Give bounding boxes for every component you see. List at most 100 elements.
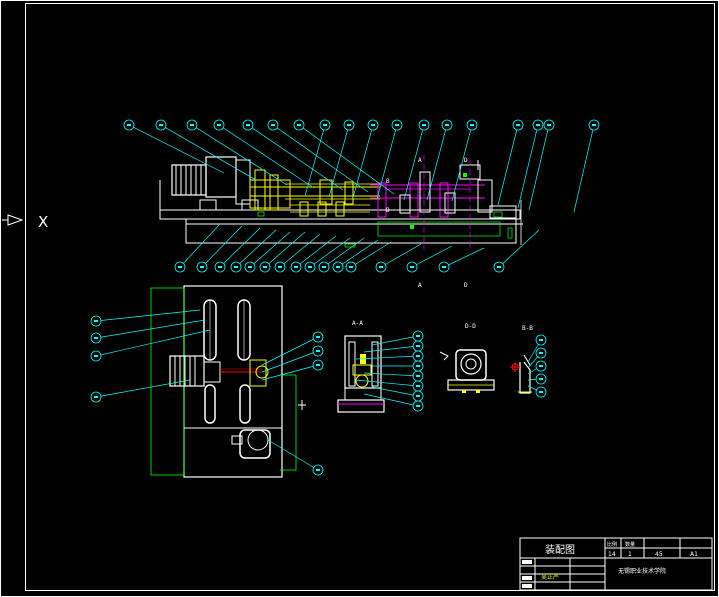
leader-line	[261, 364, 319, 381]
part-balloon-number	[539, 365, 543, 367]
part-balloon-number	[539, 339, 543, 341]
leader-line	[272, 124, 369, 193]
leader-line	[376, 124, 398, 200]
section-d-d: D-D	[439, 323, 495, 393]
title-block-col3-value: 45	[655, 551, 663, 558]
title-block-organization: 无锡职业技术学院	[618, 567, 666, 575]
title-block-col4-value: A1	[690, 551, 698, 558]
leader-line	[363, 345, 419, 353]
part-balloon-number	[94, 320, 98, 322]
part-balloon-number	[539, 391, 543, 393]
section-mark-b2: B	[386, 207, 390, 214]
leader-line	[191, 124, 288, 186]
leader-line	[219, 227, 261, 268]
side-marker: X	[2, 213, 48, 231]
leader-line	[497, 124, 519, 206]
part-balloon-number	[416, 395, 420, 397]
leader-line	[355, 379, 419, 387]
leader-line	[426, 124, 448, 201]
section-mark-a2: A	[418, 282, 422, 289]
part-balloon-number	[349, 266, 353, 268]
leader-line	[328, 124, 350, 198]
front-view-balloons	[123, 119, 600, 273]
section-a-a-balloons	[355, 330, 424, 412]
part-balloon-number	[422, 124, 426, 126]
part-balloon-number	[539, 352, 543, 354]
title-block: 装配图 比例 数量 14 1 45 A1 无锡职业技术学院 吴正严	[519, 537, 713, 591]
title-block-col1-value: 14	[608, 551, 616, 558]
part-balloon-number	[297, 124, 301, 126]
leader-line	[498, 229, 540, 268]
part-balloon-number	[547, 124, 551, 126]
leader-line	[95, 379, 191, 398]
part-balloon-number	[470, 124, 474, 126]
section-mark-a1: A	[418, 157, 422, 164]
part-balloon-number	[322, 266, 326, 268]
leader-line	[528, 124, 550, 211]
title-block-col1-header: 比例	[607, 541, 617, 548]
leader-line	[95, 329, 211, 357]
title-block-col2-header: 数量	[625, 541, 635, 548]
part-balloon-number	[316, 336, 320, 338]
leader-line	[298, 124, 395, 195]
part-balloon-number	[416, 405, 420, 407]
leader-line	[309, 237, 351, 268]
leader-line	[363, 372, 419, 377]
part-balloon-number	[200, 266, 204, 268]
part-balloon-number	[308, 266, 312, 268]
leader-line	[363, 393, 419, 407]
part-balloon-number	[94, 396, 98, 398]
section-mark-d1: D	[464, 157, 468, 164]
part-balloon-number	[217, 124, 221, 126]
part-balloon-number	[416, 345, 420, 347]
leader-line	[235, 229, 277, 268]
section-label-b-b: B-B	[522, 325, 533, 332]
part-balloon-number	[416, 375, 420, 377]
part-balloon-number	[263, 266, 267, 268]
leader-line	[95, 319, 206, 339]
top-view-outline	[183, 285, 283, 478]
part-balloon-number	[294, 266, 298, 268]
top-view-balloons	[90, 309, 324, 476]
part-balloon-number	[316, 350, 320, 352]
leader-line	[517, 124, 539, 209]
part-balloon-number	[371, 124, 375, 126]
section-label-d-d: D-D	[465, 323, 476, 330]
leader-line	[201, 225, 243, 268]
title-block-title: 装配图	[545, 543, 575, 556]
part-balloon-number	[539, 378, 543, 380]
top-view	[150, 285, 306, 478]
part-balloon-number	[316, 364, 320, 366]
part-balloon-number	[159, 124, 163, 126]
part-balloon-number	[416, 335, 420, 337]
leader-line	[249, 231, 291, 268]
section-b-b: B-B	[510, 325, 533, 394]
leader-line	[218, 124, 315, 189]
leader-line	[267, 439, 319, 471]
title-block-col2-value: 1	[628, 551, 632, 558]
part-balloon-number	[278, 266, 282, 268]
leader-line	[451, 124, 473, 202]
leader-line	[128, 124, 225, 174]
part-balloon-number	[246, 124, 250, 126]
part-balloon-number	[536, 124, 540, 126]
part-balloon-number	[416, 385, 420, 387]
part-balloon-number	[94, 337, 98, 339]
part-balloon-number	[592, 124, 596, 126]
leader-line	[352, 124, 374, 199]
leader-line	[443, 247, 485, 268]
part-balloon-number	[395, 124, 399, 126]
part-balloon-number	[347, 124, 351, 126]
base-plate	[185, 218, 517, 244]
leader-line	[179, 223, 221, 268]
front-view: A A D D B B	[159, 155, 523, 289]
part-balloon-number	[234, 266, 238, 268]
part-balloon-number	[94, 355, 98, 357]
part-balloon-number	[497, 266, 501, 268]
leader-line	[304, 124, 326, 197]
part-balloon-number	[336, 266, 340, 268]
part-balloon-number	[516, 124, 520, 126]
section-label-a-a: A-A	[352, 320, 363, 327]
part-balloon-number	[316, 469, 320, 471]
